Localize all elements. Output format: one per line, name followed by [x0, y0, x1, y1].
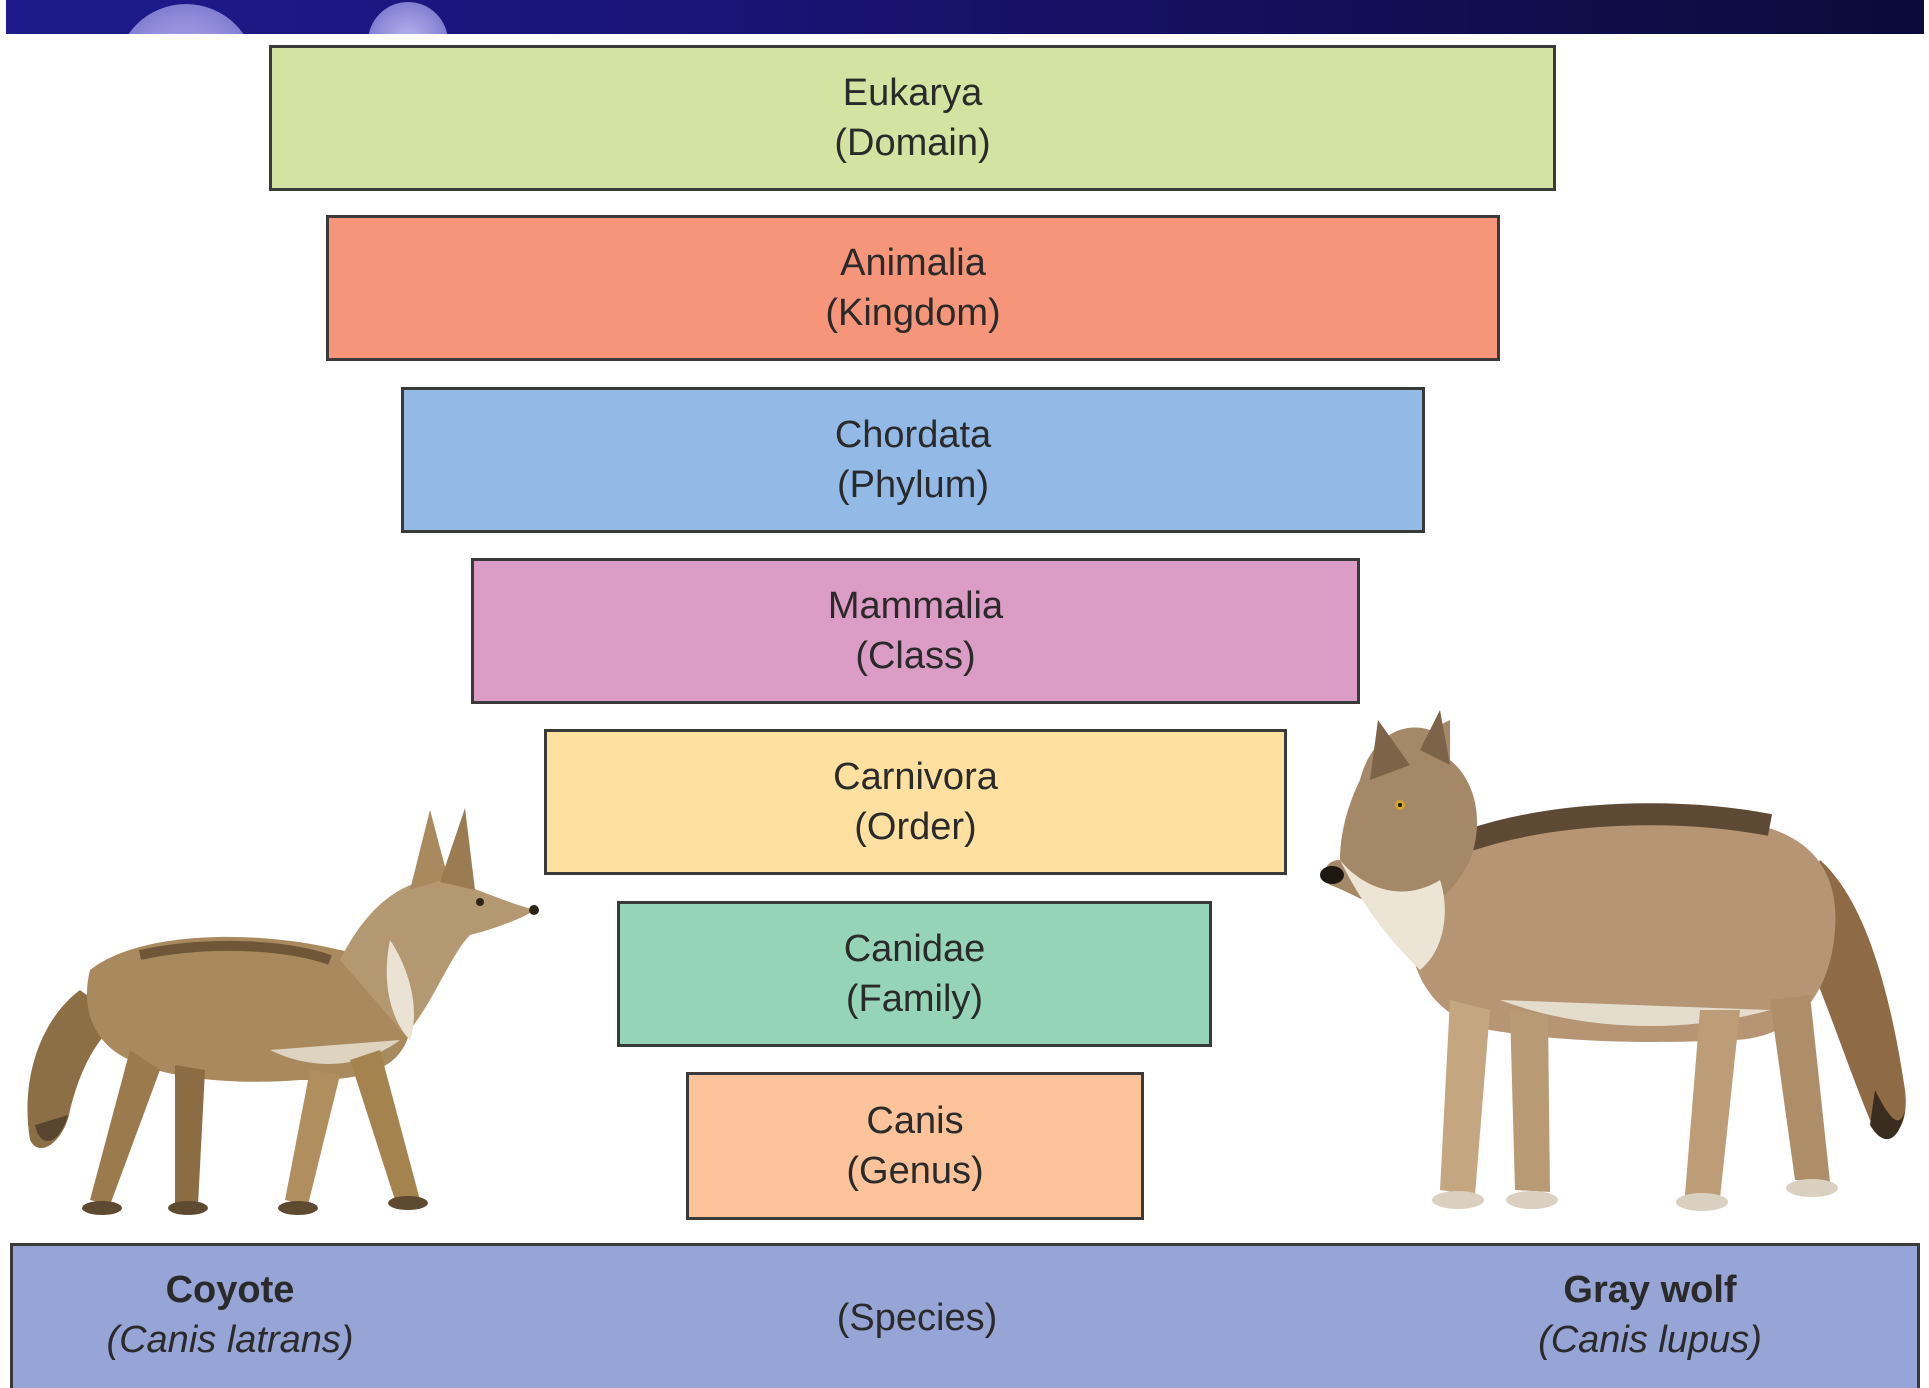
decorative-circle [368, 2, 448, 34]
rank-level: (Domain) [834, 118, 990, 168]
coyote-illustration [10, 780, 550, 1230]
rank-name: Animalia [840, 238, 986, 288]
title-bar [6, 0, 1924, 34]
rank-level: (Genus) [846, 1146, 983, 1196]
rank-box-genus: Canis (Genus) [686, 1072, 1144, 1220]
rank-box-order: Carnivora (Order) [544, 729, 1287, 875]
decorative-circle [116, 4, 256, 34]
rank-level: (Kingdom) [825, 288, 1000, 338]
rank-name: Mammalia [828, 581, 1003, 631]
rank-name: Eukarya [843, 68, 982, 118]
rank-level: (Phylum) [837, 460, 989, 510]
rank-level: (Family) [846, 974, 983, 1024]
gray-wolf-label: Gray wolf (Canis lupus) [1510, 1265, 1790, 1365]
rank-name: Canis [866, 1096, 963, 1146]
gray-wolf-scientific-name: (Canis lupus) [1510, 1315, 1790, 1365]
rank-box-kingdom: Animalia (Kingdom) [326, 215, 1500, 361]
rank-box-class: Mammalia (Class) [471, 558, 1360, 704]
rank-box-family: Canidae (Family) [617, 901, 1212, 1047]
rank-box-domain: Eukarya (Domain) [269, 45, 1556, 191]
rank-box-phylum: Chordata (Phylum) [401, 387, 1425, 533]
coyote-common-name: Coyote [90, 1265, 370, 1315]
gray-wolf-illustration [1300, 710, 1920, 1230]
rank-name: Canidae [844, 924, 986, 974]
species-rank-label: (Species) [752, 1293, 1082, 1343]
coyote-label: Coyote (Canis latrans) [90, 1265, 370, 1365]
rank-name: Carnivora [833, 752, 998, 802]
rank-level: (Class) [855, 631, 975, 681]
rank-name: Chordata [835, 410, 991, 460]
rank-level: (Order) [854, 802, 976, 852]
gray-wolf-common-name: Gray wolf [1510, 1265, 1790, 1315]
coyote-scientific-name: (Canis latrans) [90, 1315, 370, 1365]
